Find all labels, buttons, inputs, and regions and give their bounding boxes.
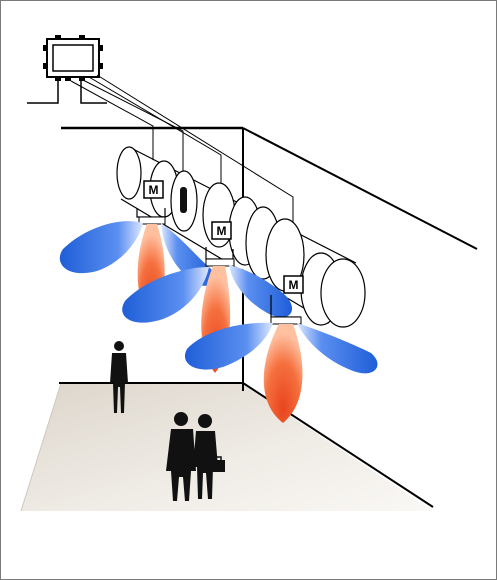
motor-label: M <box>217 224 227 238</box>
motor-label: M <box>289 278 299 292</box>
motor-icon: M <box>144 181 163 198</box>
motor-icon: M <box>212 222 231 239</box>
control-box <box>27 35 107 103</box>
motor-label: M <box>149 183 159 197</box>
floor <box>21 383 433 511</box>
sensor-icon <box>180 187 187 213</box>
motor-icon: M <box>284 276 303 293</box>
